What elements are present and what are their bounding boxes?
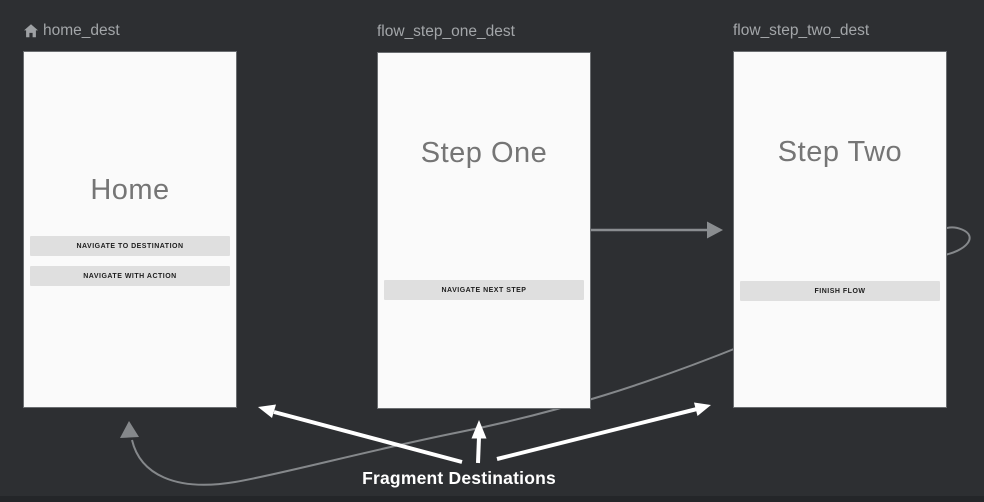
destination-flow-step-one-dest[interactable]: flow_step_one_dest Step One NAVIGATE NEX… (377, 23, 591, 409)
preview-title: Step One (420, 137, 548, 169)
bottom-edge-strip (0, 496, 984, 502)
action-edge-step-one-to-step-two[interactable] (591, 221, 723, 239)
preview-title: Step Two (777, 136, 903, 168)
preview-button-navigate-to-destination: NAVIGATE TO DESTINATION (30, 236, 230, 256)
destination-flow-step-two-dest[interactable]: flow_step_two_dest Step Two FINISH FLOW (733, 22, 947, 408)
fragment-preview-step-one[interactable]: Step One NAVIGATE NEXT STEP (377, 52, 591, 409)
destination-label: home_dest (43, 22, 120, 39)
preview-button-finish-flow: FINISH FLOW (740, 281, 940, 301)
annotation-text: Fragment Destinations (362, 468, 556, 488)
preview-button-navigate-with-action: NAVIGATE WITH ACTION (30, 266, 230, 286)
destination-header-step-two[interactable]: flow_step_two_dest (733, 22, 869, 40)
home-icon (23, 23, 39, 39)
preview-title: Home (90, 174, 170, 206)
destination-header-step-one[interactable]: flow_step_one_dest (377, 23, 515, 41)
destination-label: flow_step_one_dest (377, 23, 515, 40)
destination-home-dest[interactable]: home_dest Home NAVIGATE TO DESTINATION N… (23, 22, 237, 408)
fragment-preview-home[interactable]: Home NAVIGATE TO DESTINATION NAVIGATE WI… (23, 51, 237, 408)
destination-label: flow_step_two_dest (733, 22, 870, 39)
destination-header-home[interactable]: home_dest (23, 22, 120, 40)
fragment-preview-step-two[interactable]: Step Two FINISH FLOW (733, 51, 947, 408)
arrowhead (707, 221, 723, 239)
arrowhead (120, 421, 139, 438)
preview-button-navigate-next-step: NAVIGATE NEXT STEP (384, 280, 584, 300)
